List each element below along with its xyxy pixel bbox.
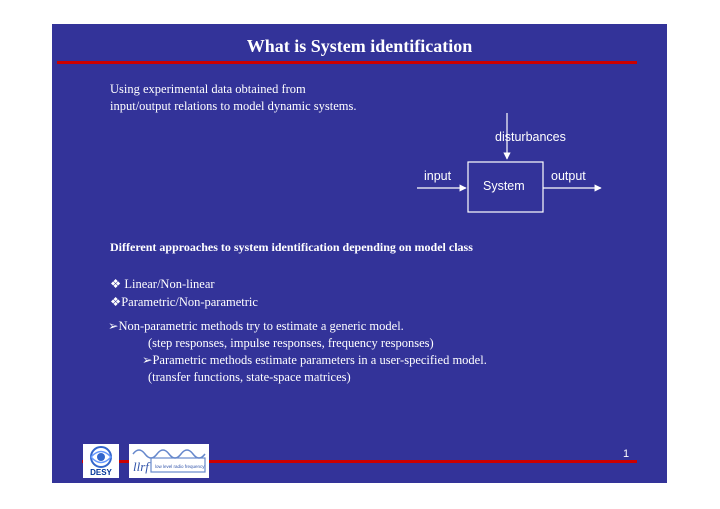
slide-title: What is System identification — [246, 36, 473, 56]
system-block-diagram: disturbances input System output — [417, 113, 602, 213]
llrf-logo-caption: low level radio frequency — [155, 464, 205, 469]
page-number: 1 — [623, 448, 630, 460]
list-item: ❖Parametric/Non-parametric — [110, 295, 258, 309]
output-label: output — [551, 169, 586, 183]
intro-line-2: input/output relations to model dynamic … — [110, 99, 357, 113]
system-box — [467, 161, 544, 213]
system-label: System — [483, 179, 525, 193]
parametric-examples: (transfer functions, state-space matrice… — [148, 370, 351, 384]
llrf-logo: llrf low level radio frequency — [129, 444, 209, 478]
title-divider — [57, 61, 637, 64]
intro-text: Using experimental data obtained from in… — [110, 81, 357, 115]
slide: What is System identification Using expe… — [52, 24, 667, 483]
desy-logo: DESY — [83, 444, 119, 478]
nonparametric-item: ➢Non-parametric methods try to estimate … — [108, 319, 404, 333]
footer-divider — [82, 460, 637, 463]
list-item: ❖ Linear/Non-linear — [110, 277, 215, 291]
methods-list: ➢Non-parametric methods try to estimate … — [108, 318, 487, 386]
input-label: input — [424, 169, 452, 183]
model-class-list: ❖ Linear/Non-linear ❖Parametric/Non-para… — [110, 275, 258, 311]
llrf-logo-text: llrf — [133, 459, 151, 474]
desy-logo-text: DESY — [90, 468, 112, 477]
intro-line-1: Using experimental data obtained from — [110, 82, 306, 96]
disturbances-label: disturbances — [495, 130, 566, 144]
approaches-heading: Different approaches to system identific… — [110, 240, 473, 254]
parametric-item: ➢Parametric methods estimate parameters … — [142, 353, 487, 367]
nonparametric-examples: (step responses, impulse responses, freq… — [148, 336, 434, 350]
